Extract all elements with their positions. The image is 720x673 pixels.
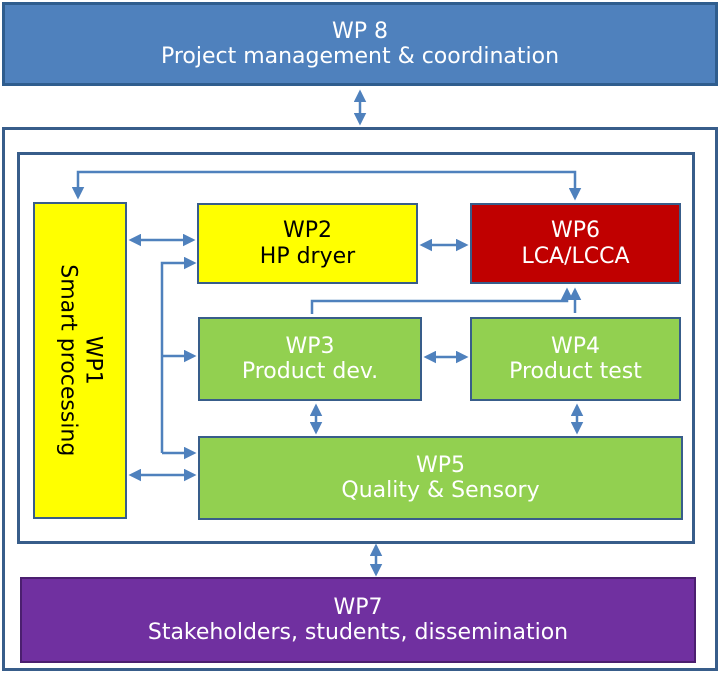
wp2-subtitle: HP dryer (259, 243, 356, 269)
wp2-box: WP2 HP dryer (197, 203, 418, 284)
wp1-box: WP1 Smart processing (33, 202, 127, 519)
wp1-subtitle: Smart processing (55, 264, 81, 457)
wp3-title: WP3 (285, 333, 335, 359)
wp5-title: WP5 (415, 452, 466, 478)
wp5-subtitle: Quality & Sensory (341, 478, 540, 503)
wp2-title: WP2 (282, 218, 333, 244)
wp6-title: WP6 (550, 218, 601, 244)
wp7-subtitle: Stakeholders, students, dissemination (147, 620, 569, 645)
wp7-title: WP7 (333, 594, 383, 620)
wp8-title: WP 8 (331, 18, 388, 44)
wp7-box: WP7 Stakeholders, students, disseminatio… (20, 577, 696, 663)
wp3-box: WP3 Product dev. (198, 317, 422, 401)
wp8-box: WP 8 Project management & coordination (2, 2, 718, 86)
wp6-box: WP6 LCA/LCCA (470, 203, 681, 284)
wp4-title: WP4 (550, 333, 601, 359)
wp4-subtitle: Product test (509, 359, 642, 384)
wp3-subtitle: Product dev. (241, 359, 379, 384)
wp6-subtitle: LCA/LCCA (521, 243, 630, 269)
wp8-subtitle: Project management & coordination (160, 44, 560, 69)
wp5-box: WP5 Quality & Sensory (198, 436, 683, 520)
wp4-box: WP4 Product test (470, 317, 681, 401)
wp1-title: WP1 (80, 335, 106, 386)
